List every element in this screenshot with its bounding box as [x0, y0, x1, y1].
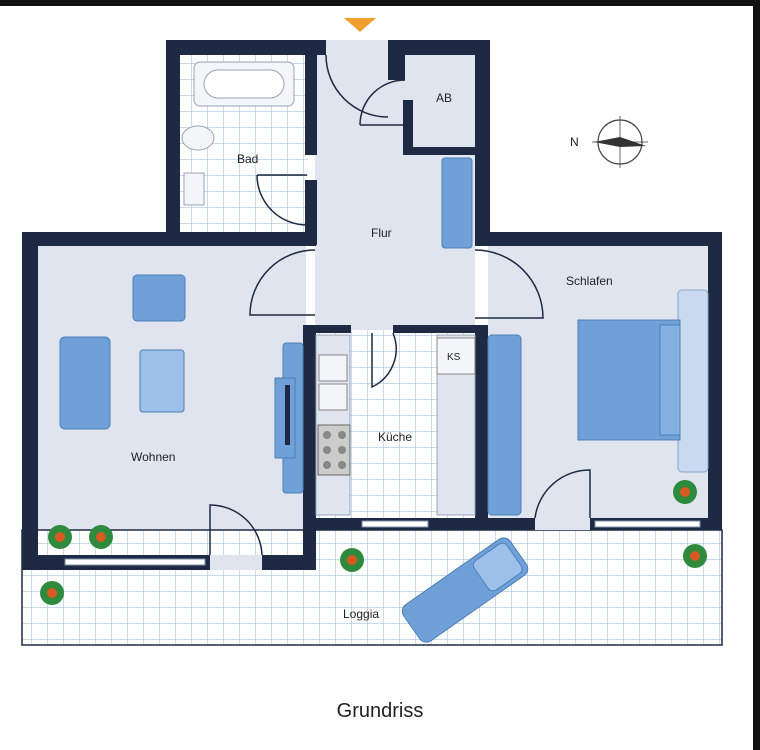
toilet-icon	[181, 125, 215, 151]
wardrobe	[441, 157, 473, 249]
entrance-arrow-icon	[344, 18, 376, 32]
room-label-wohnen: Wohnen	[131, 450, 175, 464]
windows	[64, 520, 701, 566]
lounger	[401, 537, 529, 643]
plan-caption: Grundriss	[336, 700, 424, 722]
sink-icon	[183, 172, 205, 206]
fridge-label: KS	[447, 352, 461, 363]
room-label-kueche: Küche	[378, 430, 412, 444]
loggia-floor	[21, 529, 723, 646]
compass-icon	[592, 116, 648, 168]
room-label-flur: Flur	[371, 226, 392, 240]
room-label-loggia: Loggia	[343, 607, 379, 621]
fridge	[436, 337, 476, 375]
top-border	[0, 0, 760, 6]
compass-north-label: N	[570, 135, 579, 149]
room-label-ab: AB	[436, 91, 452, 105]
plant-icons	[40, 480, 707, 605]
right-border	[753, 0, 760, 750]
room-label-bad: Bad	[237, 152, 258, 166]
room-label-schlafen: Schlafen	[566, 274, 613, 288]
furniture	[59, 61, 709, 643]
armchair	[132, 274, 186, 322]
coffee-table	[139, 349, 185, 413]
sofa	[59, 336, 111, 430]
doors	[209, 54, 591, 556]
wardrobe-bedroom	[487, 334, 522, 516]
